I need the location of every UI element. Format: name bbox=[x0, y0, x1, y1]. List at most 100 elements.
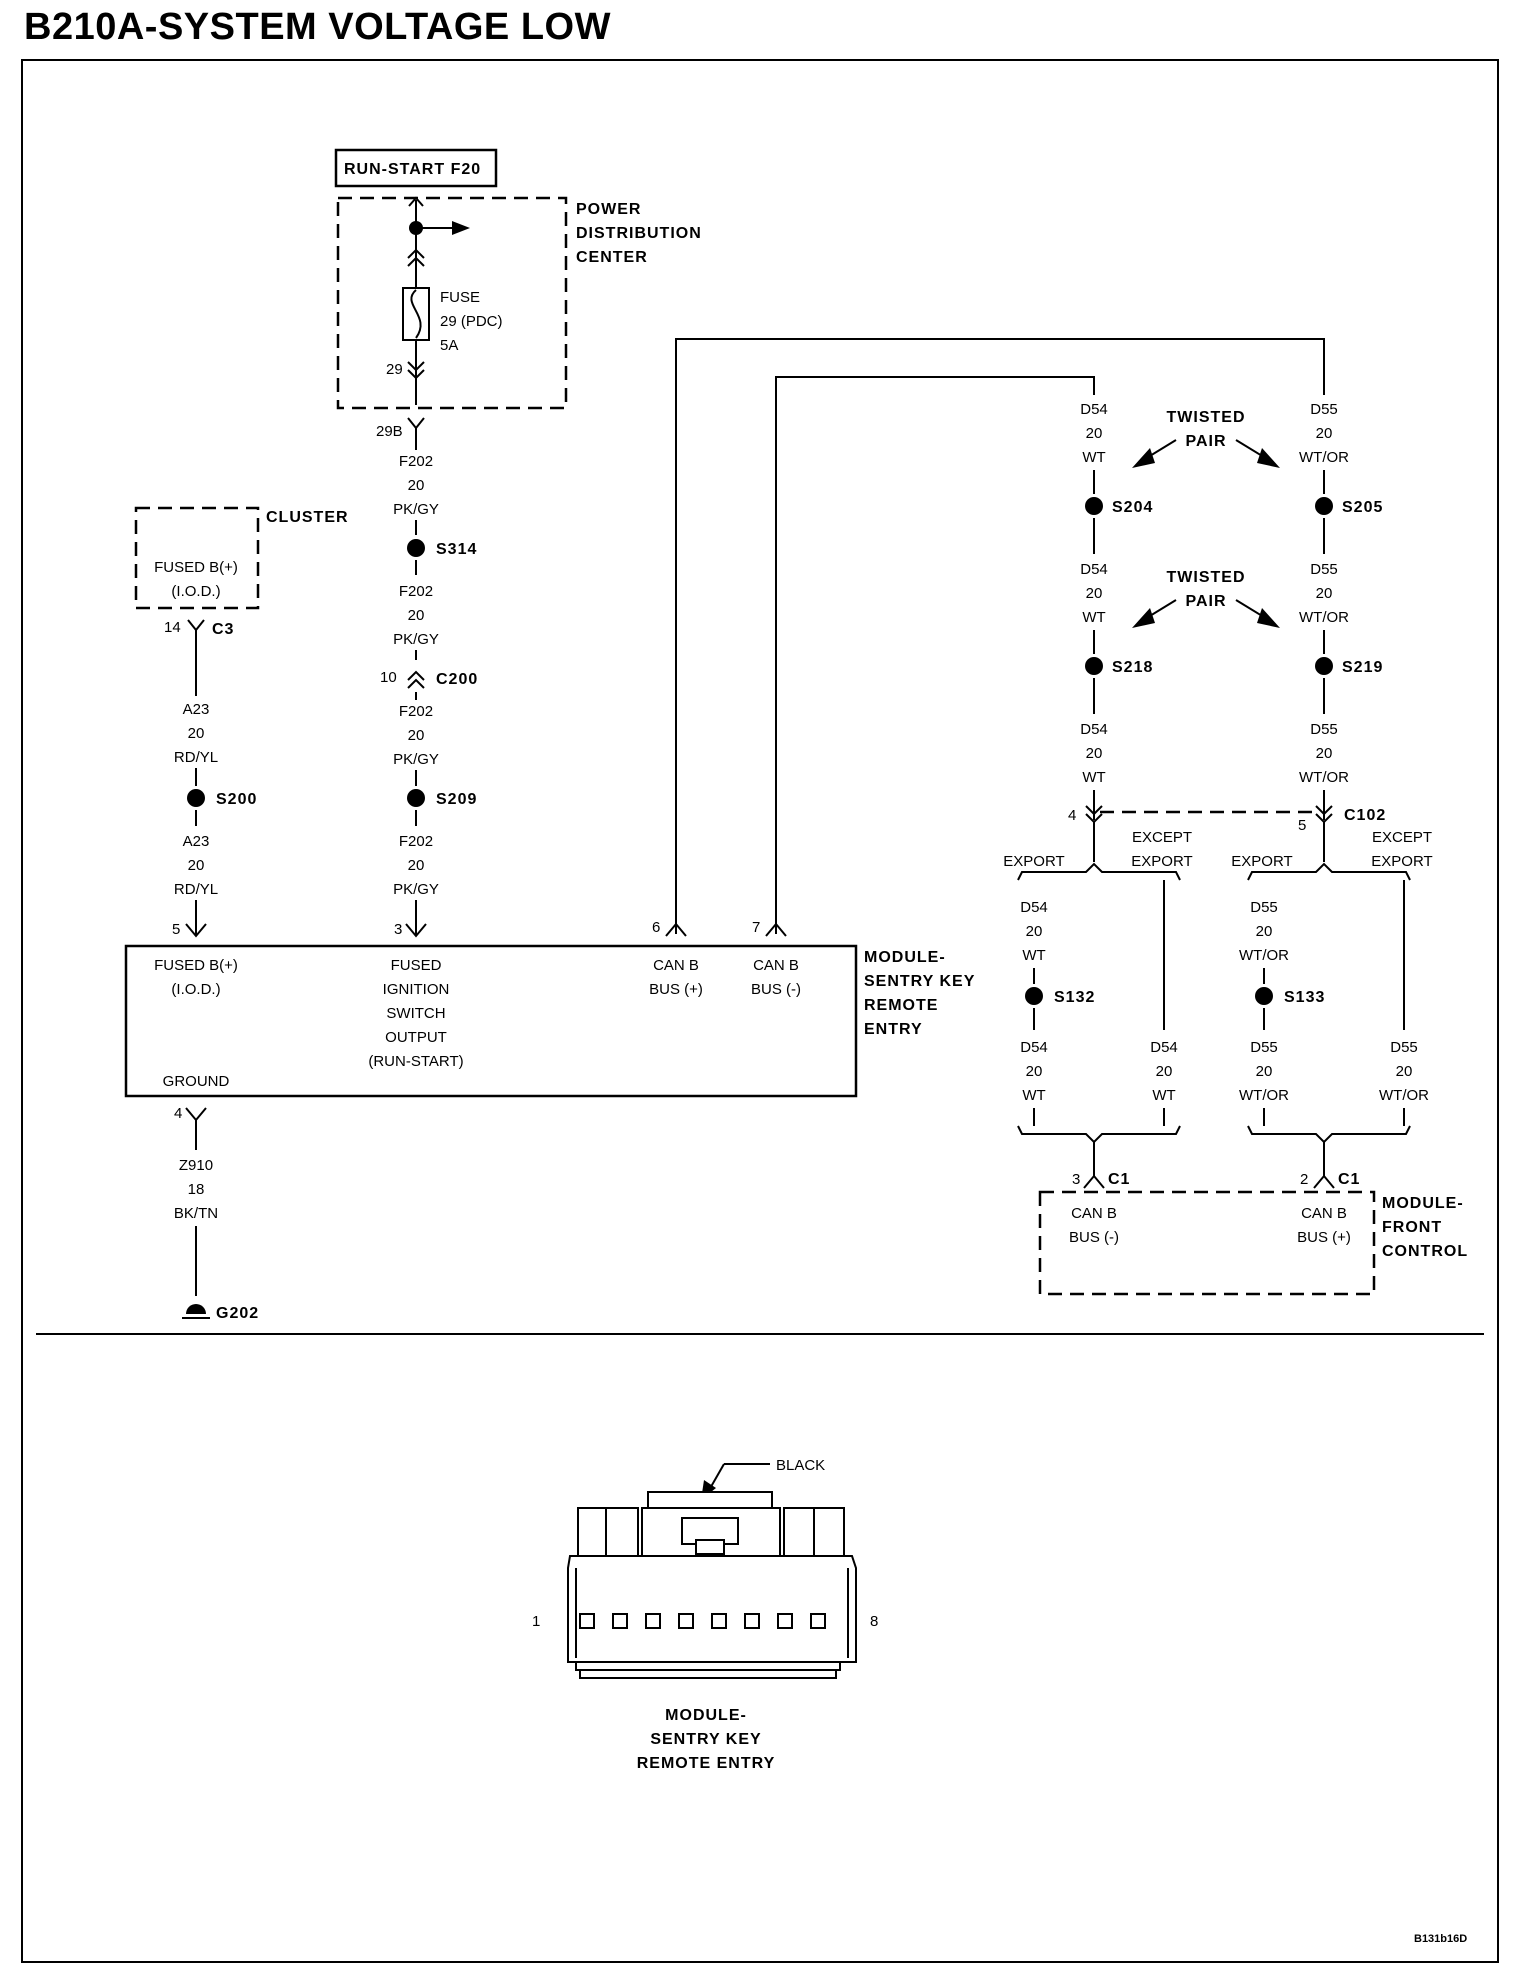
wire-a23-b-2: 20 bbox=[188, 857, 205, 874]
skrem-ignition-1: FUSED bbox=[391, 957, 442, 974]
wire-a23-a-1: A23 bbox=[183, 701, 210, 718]
c1-b-label: C1 bbox=[1338, 1171, 1360, 1188]
export-label-a: EXPORT bbox=[1003, 853, 1064, 870]
skrem-ignition-2: IGNITION bbox=[383, 981, 450, 998]
splice-s133 bbox=[1255, 987, 1273, 1005]
connector-pin-8 bbox=[810, 1613, 826, 1629]
bus-continue-arrow-icon bbox=[452, 221, 470, 235]
wire-d55-c-3: WT/OR bbox=[1299, 769, 1349, 786]
wire-d55-e-1: D55 bbox=[1250, 1039, 1278, 1056]
splice-s132 bbox=[1025, 987, 1043, 1005]
wire-a23-b-1: A23 bbox=[183, 833, 210, 850]
skrem-pin-ground: 4 bbox=[174, 1105, 182, 1122]
connector-caption-3: REMOTE ENTRY bbox=[637, 1755, 776, 1772]
connector-face-view: BLACK 1 8 bbox=[532, 1457, 878, 1679]
fuse-symbol bbox=[402, 287, 430, 341]
twisted-pair-arrow-right-icon bbox=[1257, 608, 1280, 628]
c1-a-label: C1 bbox=[1108, 1171, 1130, 1188]
connector-color-label: BLACK bbox=[776, 1457, 825, 1474]
connector-pin-7 bbox=[777, 1613, 793, 1629]
wire-d54-c-2: 20 bbox=[1086, 745, 1103, 762]
wire-a23-a-3: RD/YL bbox=[174, 749, 218, 766]
wire-f202-c-3: PK/GY bbox=[393, 751, 439, 768]
fcm-name-3: CONTROL bbox=[1382, 1243, 1468, 1260]
fuse-header-box bbox=[334, 148, 498, 188]
except-label-b-2: EXPORT bbox=[1371, 853, 1432, 870]
c200-label: C200 bbox=[436, 671, 478, 688]
skrem-pin-ignition: 3 bbox=[394, 921, 402, 938]
wire-f202-a-1: F202 bbox=[399, 453, 433, 470]
wire-d54-f-3: WT bbox=[1152, 1087, 1175, 1104]
wire-d54-d-3: WT bbox=[1022, 947, 1045, 964]
connector-pin-6 bbox=[744, 1613, 760, 1629]
page-title: B210A-SYSTEM VOLTAGE LOW bbox=[24, 6, 611, 48]
skrem-name-2: SENTRY KEY bbox=[864, 973, 975, 990]
wire-d55-b-1: D55 bbox=[1310, 561, 1338, 578]
splice-s314-label: S314 bbox=[436, 541, 477, 558]
cluster-name: CLUSTER bbox=[266, 509, 349, 526]
pdc-pin-out: 29B bbox=[376, 423, 403, 440]
splice-s204 bbox=[1085, 497, 1103, 515]
skrem-pin-fused-b: 5 bbox=[172, 921, 180, 938]
wire-d55-a-2: 20 bbox=[1316, 425, 1333, 442]
pdc-name-1: POWER bbox=[576, 201, 641, 218]
splice-s204-label: S204 bbox=[1112, 499, 1153, 516]
skrem-canp-2: BUS (+) bbox=[649, 981, 703, 998]
connector-caption-2: SENTRY KEY bbox=[650, 1731, 761, 1748]
fcm-name-1: MODULE- bbox=[1382, 1195, 1464, 1212]
skrem-name-4: ENTRY bbox=[864, 1021, 923, 1038]
connector-pin-first-label: 1 bbox=[532, 1613, 540, 1630]
wire-d54-d-1: D54 bbox=[1020, 899, 1048, 916]
skrem-ignition-3: SWITCH bbox=[386, 1005, 445, 1022]
cluster-connector: C3 bbox=[212, 621, 234, 638]
connector-pin-2 bbox=[612, 1613, 628, 1629]
wire-d54-e-1: D54 bbox=[1020, 1039, 1048, 1056]
wire-f202-d-3: PK/GY bbox=[393, 881, 439, 898]
splice-s219-label: S219 bbox=[1342, 659, 1383, 676]
wire-d55-f-2: 20 bbox=[1396, 1063, 1413, 1080]
wire-d55-a-3: WT/OR bbox=[1299, 449, 1349, 466]
connector-pin-1 bbox=[579, 1613, 595, 1629]
footer-code: B131b16D bbox=[1414, 1933, 1467, 1945]
splice-s209 bbox=[407, 789, 425, 807]
wire-f202-a-3: PK/GY bbox=[393, 501, 439, 518]
pdc-box bbox=[336, 196, 568, 410]
twisted-pair-1-line1: TWISTED bbox=[1167, 409, 1246, 426]
skrem-ignition-5: (RUN-START) bbox=[368, 1053, 463, 1070]
splice-s314 bbox=[407, 539, 425, 557]
connector-caption-1: MODULE- bbox=[665, 1707, 747, 1724]
wire-d55-d-2: 20 bbox=[1256, 923, 1273, 940]
export-label-b: EXPORT bbox=[1231, 853, 1292, 870]
wire-d55-f-1: D55 bbox=[1390, 1039, 1418, 1056]
wire-f202-b-2: 20 bbox=[408, 607, 425, 624]
wire-d54-f-1: D54 bbox=[1150, 1039, 1178, 1056]
wire-d54-e-3: WT bbox=[1022, 1087, 1045, 1104]
splice-s218 bbox=[1085, 657, 1103, 675]
splice-s205-label: S205 bbox=[1342, 499, 1383, 516]
wire-d55-d-3: WT/OR bbox=[1239, 947, 1289, 964]
except-label-a-2: EXPORT bbox=[1131, 853, 1192, 870]
wire-d54-d-2: 20 bbox=[1026, 923, 1043, 940]
wire-d55-c-2: 20 bbox=[1316, 745, 1333, 762]
c1-b-pin: 2 bbox=[1300, 1171, 1308, 1188]
except-label-a-1: EXCEPT bbox=[1132, 829, 1192, 846]
splice-s200 bbox=[187, 789, 205, 807]
connector-pin-3 bbox=[645, 1613, 661, 1629]
wire-f202-c-1: F202 bbox=[399, 703, 433, 720]
wire-f202-c-2: 20 bbox=[408, 727, 425, 744]
skrem-fused-b-1: FUSED B(+) bbox=[154, 957, 238, 974]
twisted-pair-2-line2: PAIR bbox=[1185, 593, 1226, 610]
skrem-name-3: REMOTE bbox=[864, 997, 938, 1014]
diagram-frame bbox=[21, 59, 1499, 1963]
skrem-canp-1: CAN B bbox=[653, 957, 699, 974]
skrem-pin-canp: 6 bbox=[652, 919, 660, 936]
connector-pin-5 bbox=[711, 1613, 727, 1629]
twisted-pair-arrow-left-icon bbox=[1132, 448, 1155, 468]
skrem-ignition-4: OUTPUT bbox=[385, 1029, 447, 1046]
wire-a23-a-2: 20 bbox=[188, 725, 205, 742]
wire-d54-b-3: WT bbox=[1082, 609, 1105, 626]
cluster-pin: 14 bbox=[164, 619, 181, 636]
skrem-pin-cann: 7 bbox=[752, 919, 760, 936]
skrem-fused-b-2: (I.O.D.) bbox=[171, 981, 220, 998]
